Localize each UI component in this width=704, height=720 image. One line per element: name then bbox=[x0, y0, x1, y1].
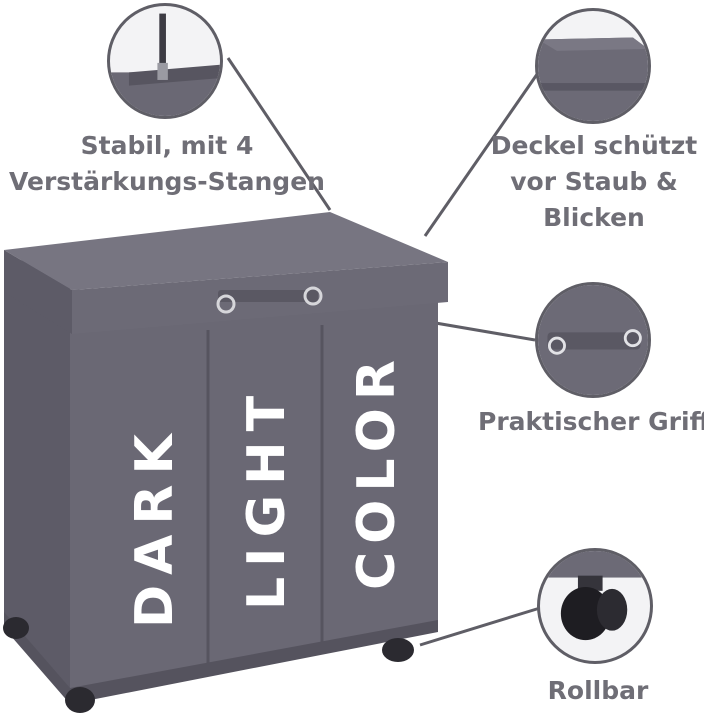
handle-eyelet-icon bbox=[216, 294, 236, 314]
caster-wheel-icon bbox=[382, 638, 414, 662]
caption-deckel-line3: Blicken bbox=[543, 203, 645, 232]
hamper-side-panel bbox=[4, 255, 70, 700]
caption-stabil-line1: Stabil, mit 4 bbox=[80, 131, 254, 160]
caption-rollbar-text: Rollbar bbox=[547, 676, 649, 705]
connector-line-stabil bbox=[226, 57, 332, 211]
caption-griff-text: Praktischer Griff bbox=[478, 407, 704, 436]
connector-line-rollbar bbox=[419, 606, 541, 647]
callout-lid bbox=[535, 8, 651, 124]
caption-stabil-line2: Verstärkungs-Stangen bbox=[9, 167, 325, 196]
caption-rollbar: Rollbar bbox=[540, 673, 656, 709]
compartment-label-dark: DARK bbox=[125, 424, 185, 628]
caption-deckel-line1: Deckel schützt bbox=[490, 131, 698, 160]
callout-reinforcement-rods bbox=[107, 3, 223, 119]
hamper-lid-top bbox=[4, 212, 448, 290]
hamper-lid-side bbox=[4, 250, 72, 334]
caption-deckel: Deckel schützt vor Staub & Blicken bbox=[484, 128, 704, 236]
caption-griff: Praktischer Griff bbox=[478, 404, 704, 440]
caption-stabil: Stabil, mit 4 Verstärkungs-Stangen bbox=[4, 128, 330, 200]
compartment-label-light: LIGHT bbox=[237, 386, 297, 610]
compartment-label-color: COLOR bbox=[347, 352, 407, 590]
callout-handle bbox=[535, 282, 651, 398]
hamper-front-body bbox=[70, 275, 438, 700]
caster-wheel-icon bbox=[3, 617, 29, 639]
handle-eyelet-icon bbox=[303, 286, 323, 306]
hamper-bottom-edge bbox=[4, 612, 438, 704]
caster-wheel-icon bbox=[65, 687, 95, 713]
connector-line-deckel bbox=[423, 69, 542, 237]
lid-handle-strap bbox=[218, 290, 318, 302]
callout-wheel bbox=[537, 548, 653, 664]
caption-deckel-line2: vor Staub & bbox=[510, 167, 678, 196]
